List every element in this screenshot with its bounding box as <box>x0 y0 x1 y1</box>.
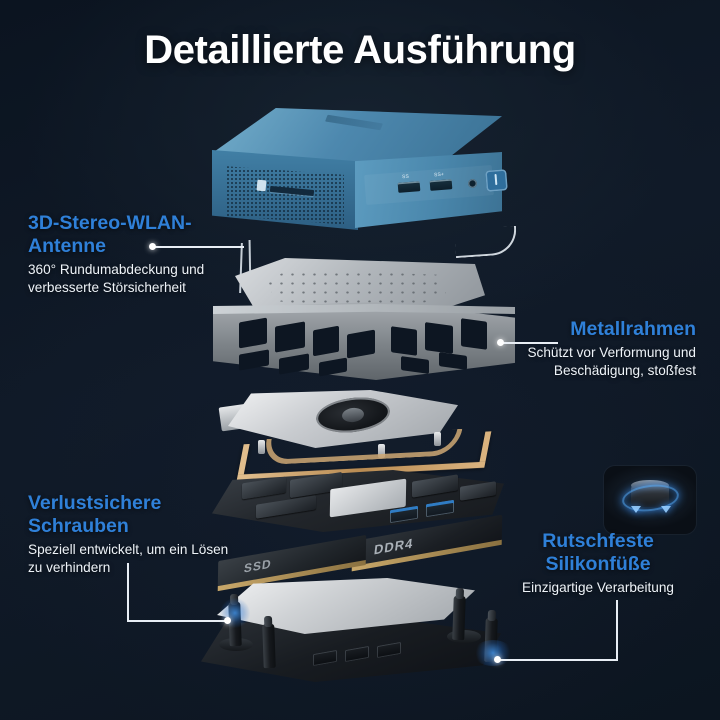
foot-glow-arrow <box>661 506 671 513</box>
captive-screw <box>228 601 242 647</box>
callout-frame-heading: Metallrahmen <box>570 318 696 340</box>
leader-dot-frame <box>497 339 504 346</box>
usb-port-2 <box>429 179 453 191</box>
sd-card-icon <box>256 179 267 192</box>
frame-cutout <box>313 325 339 357</box>
power-button <box>485 169 508 192</box>
silicone-foot-inset-image <box>604 466 696 534</box>
leader-line-screws-horizontal <box>127 620 227 622</box>
leader-line-feet-horizontal <box>497 659 618 661</box>
frame-cutout <box>391 326 417 356</box>
usb-port-1 <box>397 181 421 193</box>
callout-antenna: 3D-Stereo-WLAN-Antenne 360° Rundumabdeck… <box>28 212 243 297</box>
ventilation-mesh <box>226 166 344 225</box>
leader-line-frame <box>500 342 558 344</box>
bottom-plate-component <box>195 578 525 688</box>
metal-frame-component <box>205 258 525 393</box>
leader-line-feet-vertical <box>616 600 618 660</box>
callout-feet-description: Einzigartige Verarbeitung <box>522 580 674 595</box>
callout-antenna-description: 360° Rundumabdeckung und verbesserte Stö… <box>28 262 205 295</box>
callout-screws: Verlustsichere Schrauben Speziell entwic… <box>28 492 243 577</box>
callout-antenna-heading: 3D-Stereo-WLAN-Antenne <box>28 212 192 257</box>
frame-cutout <box>347 329 375 359</box>
leader-dot-screws <box>224 617 231 624</box>
frame-upper-rail <box>213 304 515 314</box>
ram-label: DDR4 <box>373 535 415 558</box>
mini-pc-unit: SS SS+ <box>200 108 510 243</box>
leader-dot-antenna <box>149 243 156 250</box>
callout-screws-heading: Verlustsichere Schrauben <box>28 492 162 537</box>
captive-screw <box>452 595 466 641</box>
callout-metal-frame: Metallrahmen Schützt vor Verformung und … <box>466 318 696 380</box>
usb-label: SS <box>401 173 410 181</box>
callout-feet-heading: Rutschfeste Silikonfüße <box>542 530 654 575</box>
leader-line-antenna <box>152 246 244 248</box>
foot-top-surface <box>631 480 669 491</box>
leader-dot-feet <box>494 656 501 663</box>
foot-glow-arrow <box>631 506 641 513</box>
page-title: Detaillierte Ausführung <box>144 28 576 72</box>
callout-screws-description: Speziell entwickelt, um ein Lösen zu ver… <box>28 542 229 575</box>
frame-cutout <box>275 321 305 353</box>
leader-line-screws-vertical <box>127 563 129 621</box>
usb-fast-label: SS+ <box>433 171 445 179</box>
ssd-label: SSD <box>243 556 273 576</box>
callout-silicone-feet: Rutschfeste Silikonfüße Einzigartige Ver… <box>498 530 698 597</box>
cooling-fan-component <box>218 390 518 485</box>
frame-cutout <box>239 317 267 349</box>
frame-cutout <box>425 322 453 354</box>
motherboard-component: DDR4 <box>212 462 512 572</box>
captive-screw <box>262 623 276 669</box>
antenna-cable <box>454 225 518 259</box>
callout-frame-description: Schützt vor Verformung und Beschädigung,… <box>527 345 696 378</box>
